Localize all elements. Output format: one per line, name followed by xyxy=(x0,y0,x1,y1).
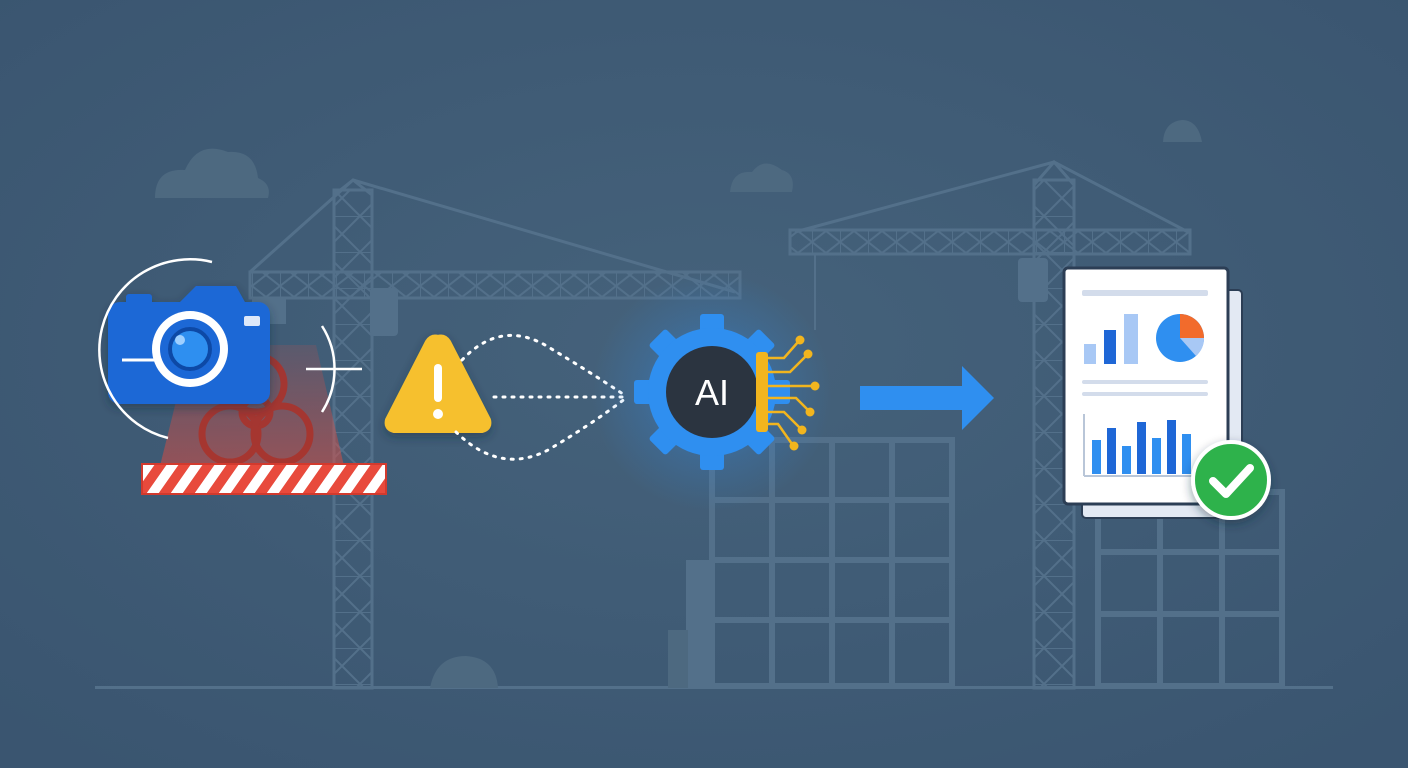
check-badge-circle xyxy=(1191,440,1271,520)
arrow-head xyxy=(962,366,994,430)
camera-icon xyxy=(108,286,270,404)
circuit-icon xyxy=(756,335,820,451)
camera-top xyxy=(178,286,246,304)
left-crane-tower xyxy=(332,188,374,690)
arrow-shaft xyxy=(860,386,970,410)
left-crane-peak xyxy=(249,178,736,294)
dotted-arc-bottom xyxy=(454,396,628,461)
hazard-tape xyxy=(141,463,387,495)
building-center xyxy=(709,437,955,689)
ai-gear-icon: AI xyxy=(634,314,790,470)
camera-lens-inner xyxy=(168,327,212,371)
check-badge-icon xyxy=(1191,440,1271,520)
check-mark xyxy=(1209,464,1254,498)
report-title-line xyxy=(1082,290,1208,296)
building-center-stub xyxy=(668,630,688,688)
right-crane-cab xyxy=(1018,258,1048,302)
building-center-column xyxy=(686,560,714,688)
report-axis xyxy=(1083,414,1210,477)
report-pie-chart xyxy=(1156,314,1205,362)
circuit-connector xyxy=(756,352,768,432)
cloud-right xyxy=(1163,120,1202,142)
report-bar-chart-top xyxy=(1084,314,1138,364)
report-divider-1 xyxy=(1082,380,1208,384)
warning-bar xyxy=(434,364,442,402)
camera-lens-highlight xyxy=(175,335,185,345)
ground-mound xyxy=(430,656,498,688)
right-arrow-icon xyxy=(860,366,994,430)
right-crane-jib xyxy=(788,228,1192,256)
report-divider-2 xyxy=(1082,392,1208,396)
camera-focus-brackets xyxy=(98,258,362,440)
clouds xyxy=(155,120,1202,198)
left-crane-cab xyxy=(370,288,398,336)
gear-core xyxy=(666,346,758,438)
cloud-left xyxy=(155,148,269,198)
right-crane-peak xyxy=(794,159,1189,234)
cloud-center xyxy=(730,163,793,192)
ai-label: AI xyxy=(695,372,729,413)
camera-viewfinder xyxy=(244,316,260,326)
report-bar-chart-bottom xyxy=(1092,420,1191,474)
warning-icon xyxy=(384,334,492,433)
warning-dot xyxy=(433,409,443,419)
